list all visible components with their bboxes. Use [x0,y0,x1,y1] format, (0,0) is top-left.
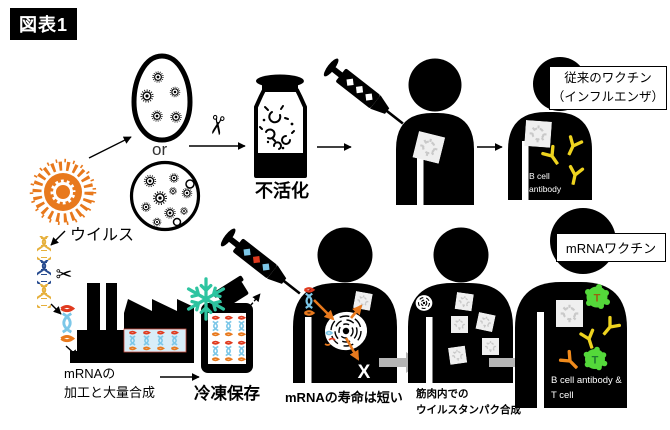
x-mark: X [358,362,371,383]
protein-square-icon [454,292,474,312]
factory-icon [70,283,194,363]
b-cell-line1: B cell [529,171,550,181]
t-cell-letter: T [592,355,599,367]
freezer-bottle-icon [201,275,253,373]
vaccine-protein-square-icon [524,120,552,148]
arm-divider [537,312,544,408]
syringe-icon [321,56,410,133]
virus-label: ウイルス [70,227,135,244]
inactivation-label: 不活化 [255,181,309,201]
inactivated-virus-fragments [259,105,295,150]
muscle-synthesis-line2: ウイルスタンパク合成 [416,404,521,417]
mrna-processing-label: mRNAの 加工と大量合成 [64,365,155,403]
protein-square-icon [556,300,583,327]
muscle-synthesis-line1: 筋肉内での [416,388,469,400]
egg-icon [131,53,193,143]
mrna-icon [59,304,75,343]
protein-square-icon [475,312,496,333]
person-silhouette-protein-synthesis [408,227,513,383]
person-silhouette-injection-traditional [396,58,474,205]
b-cell-line2: antibody [529,184,562,195]
arm-divider [305,317,312,383]
mrna-pathway-arrows [313,299,363,361]
or-label: or [152,140,168,159]
arrow-virus-to-genome [50,230,66,246]
virus-genome-icon [37,236,51,308]
person-silhouette-mrna-injected: X [293,227,397,383]
protein-square-icon [353,291,373,311]
b-cell-t-cell-line2: T cell [551,389,574,401]
arm-divider [522,141,529,200]
mrna-lifespan-label: mRNAの寿命は短い [285,390,403,405]
arm-divider [417,142,424,205]
traditional-vaccine-line1: 従来のワクチン [564,71,652,85]
mrna-processing-line2: 加工と大量合成 [64,384,156,400]
arrow-frozen-to-syringe [250,293,261,306]
protein-square-icon [482,338,499,355]
t-cell-letter: T [594,293,601,305]
b-cell-t-cell-label: B cell antibody & T cell [551,374,622,403]
arrow-virus-to-egg [88,136,132,159]
muscle-synthesis-label: 筋肉内での ウイルスタンパク合成 [416,386,521,419]
arm-divider [426,317,433,383]
t-cell-icon: T [585,284,610,309]
small-cell-icon [414,293,434,313]
arrow-genome-to-mrna [50,303,62,315]
mrna-vaccine-label-box: mRNAワクチン [556,233,666,262]
b-cell-t-cell-line1: B cell antibody & [551,375,622,386]
figure-title: 図表1 [10,8,78,40]
cell-icon [323,310,369,352]
protein-square-icon [451,316,468,333]
t-cell-icon: T [583,346,608,371]
b-cell-antibody-label: B cell antibody [529,170,561,196]
scissors-icon: ✂ [56,264,73,286]
cell-culture-dish-icon [129,160,201,232]
protein-square-icon [448,345,468,365]
traditional-vaccine-label-box: 従来のワクチン （インフルエンザ） [549,66,667,110]
inactivation-bottle-icon [254,74,307,178]
frozen-storage-label: 冷凍保存 [194,385,260,403]
orange-virus-icon [29,158,97,226]
scissors-icon: ✂ [200,112,233,139]
mrna-processing-line1: mRNAの [64,366,116,381]
traditional-vaccine-line2: （インフルエンザ） [551,89,665,104]
